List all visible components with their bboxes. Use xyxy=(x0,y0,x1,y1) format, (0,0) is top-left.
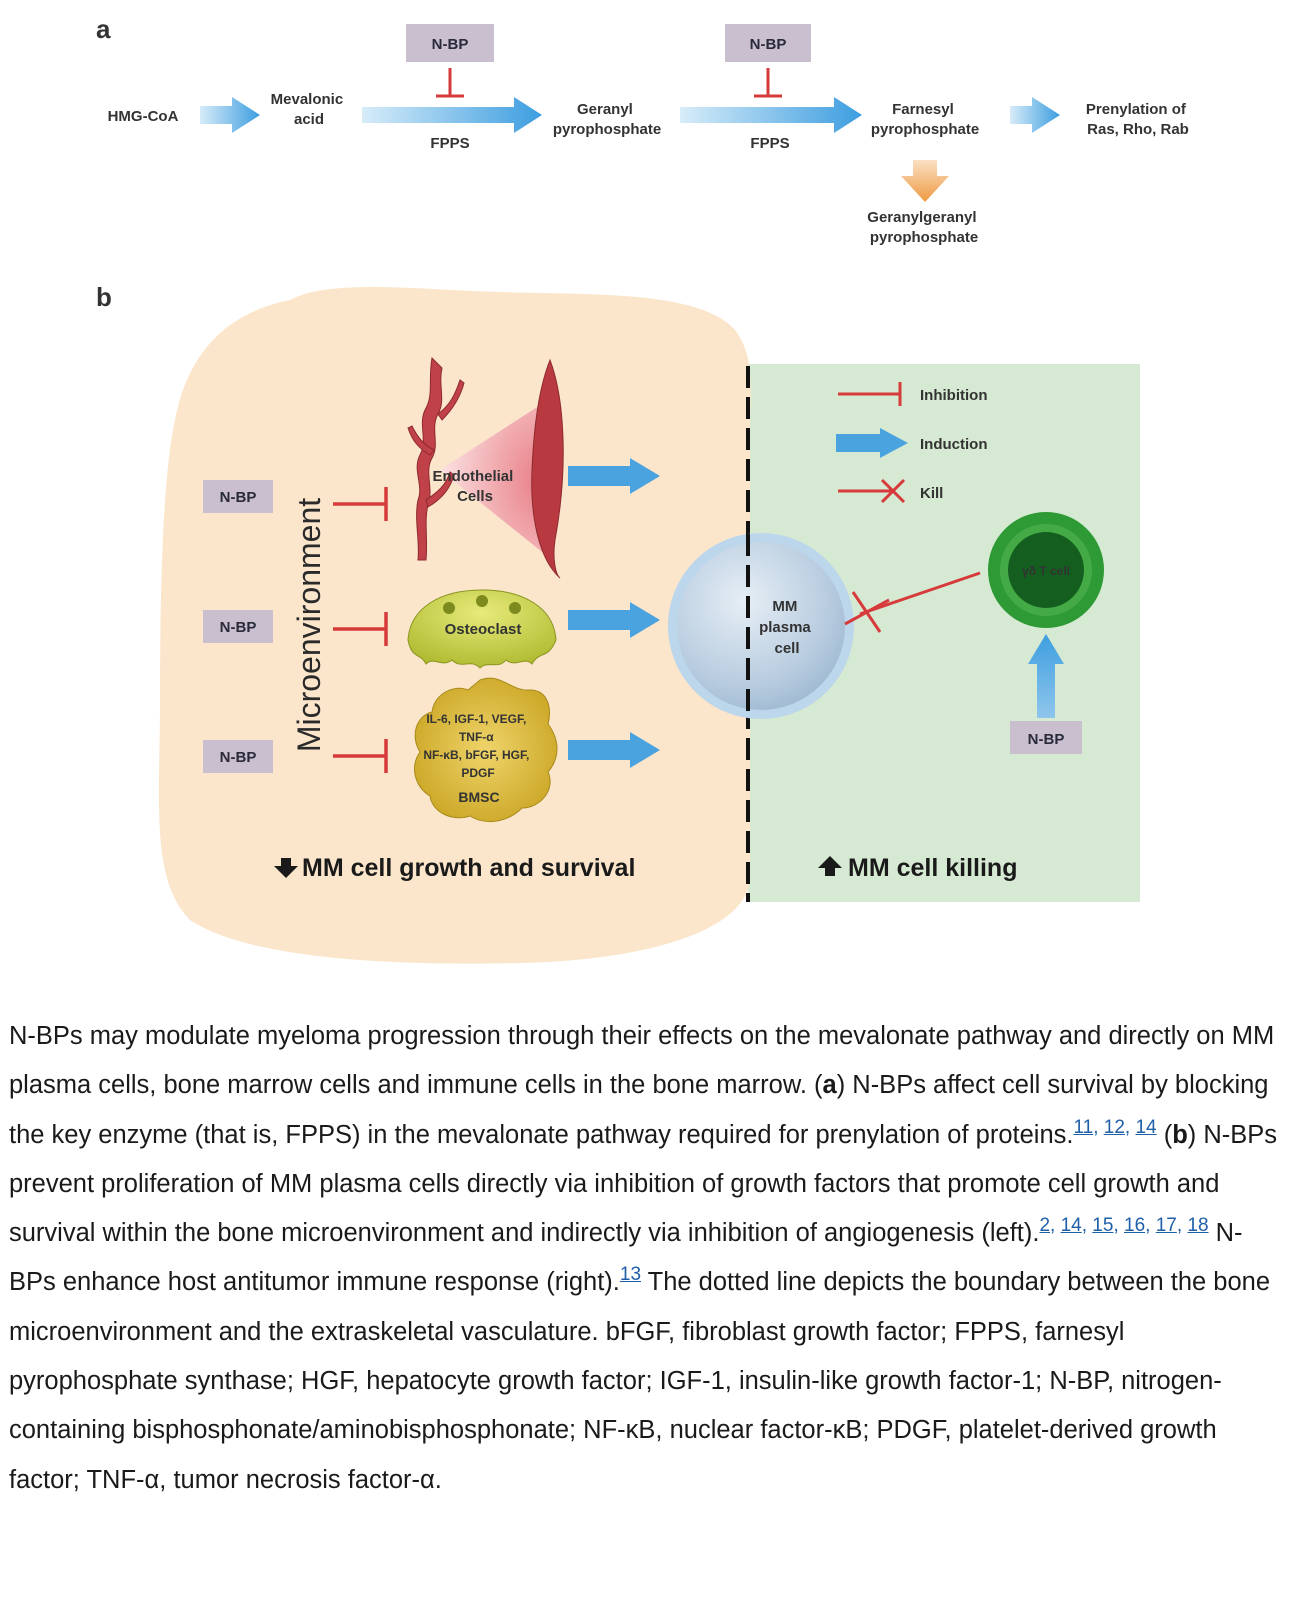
inhibitor-box-2: N-BP xyxy=(725,24,811,62)
citation-link[interactable]: 14 xyxy=(1060,1215,1082,1237)
induction-arrow-bmsc xyxy=(568,732,660,768)
legend-induction-arrow xyxy=(836,428,908,458)
arrow-hmg-to-mevalonic xyxy=(200,97,260,133)
inhibition-symbol-endothelial xyxy=(333,487,388,521)
enzyme-fpps-1: FPPS xyxy=(430,135,469,152)
arrow-farnesyl-to-geranylgeranyl xyxy=(901,160,949,202)
caption-part-3: ) N-BPs prevent proliferation of MM plas… xyxy=(9,1120,1278,1248)
nbp-box-endothelial: N-BP xyxy=(203,480,273,513)
citation-link[interactable]: 12 xyxy=(1103,1116,1125,1138)
caption-part-2: ) N-BPs affect cell survival by blocking… xyxy=(9,1071,1269,1149)
bottom-left-caption: MM cell growth and survival xyxy=(274,854,635,882)
endothelial-label: Endothelial Cells xyxy=(432,468,517,505)
caption-part-5: The dotted line depicts the boundary bet… xyxy=(9,1268,1271,1494)
arrow-farnesyl-to-prenylation xyxy=(1010,97,1060,133)
legend-kill-symbol xyxy=(838,478,906,504)
figure-caption: N-BPs may modulate myeloma progression t… xyxy=(9,1022,1278,1494)
osteoclast-label: Osteoclast xyxy=(445,621,522,638)
bottom-right-caption: MM cell killing xyxy=(818,854,1017,882)
caption-part-4: N-BPs enhance host antitumor immune resp… xyxy=(9,1219,1243,1297)
microenvironment-label: Microenvironment xyxy=(291,498,327,752)
bmsc-illustration: IL-6, IGF-1, VEGF, TNF-α NF-κB, bFGF, HG… xyxy=(414,677,558,823)
inhibitor-label-1: N-BP xyxy=(432,36,469,53)
cell-killing-label: MM cell killing xyxy=(848,854,1017,882)
endothelial-cells-illustration: Endothelial Cells xyxy=(407,356,564,579)
citation-link[interactable]: 13 xyxy=(619,1264,642,1286)
bmsc-factors-label: IL-6, IGF-1, VEGF, TNF-α NF-κB, bFGF, HG… xyxy=(423,712,532,780)
nbp-label-bmsc: N-BP xyxy=(220,749,257,766)
induction-arrow-osteoclast xyxy=(568,602,660,638)
panel-b-label: b xyxy=(96,282,112,312)
node-farnesyl-pp: Farnesyl pyrophosphate xyxy=(871,101,979,138)
citation-link[interactable]: 18 xyxy=(1187,1215,1209,1237)
citation-link[interactable]: 14 xyxy=(1135,1116,1157,1138)
citation-link[interactable]: 15 xyxy=(1092,1215,1114,1237)
nbp-label-osteoclast: N-BP xyxy=(220,619,257,636)
arrow-geranyl-to-farnesyl xyxy=(680,97,862,133)
citation-link[interactable]: 16 xyxy=(1124,1215,1146,1237)
nbp-label-right: N-BP xyxy=(1028,731,1065,748)
nbp-label-endothelial: N-BP xyxy=(220,489,257,506)
gd-t-cell-label: γδ T cell xyxy=(1022,564,1070,578)
legend-inhibition-symbol xyxy=(838,382,902,406)
kill-line-tcell-to-mm xyxy=(844,571,981,633)
node-hmg-coa: HMG-CoA xyxy=(108,108,179,125)
induction-arrow-nbp-to-tcell xyxy=(1028,634,1064,718)
node-prenylation: Prenylation of Ras, Rho, Rab xyxy=(1086,101,1190,138)
inhibitor-label-2: N-BP xyxy=(750,36,787,53)
arrow-mevalonic-to-geranyl xyxy=(362,97,542,133)
citation-link[interactable]: 17 xyxy=(1155,1215,1177,1237)
mm-plasma-cell: MM plasma cell xyxy=(668,533,854,719)
inhibition-symbol-bmsc xyxy=(333,739,388,773)
mm-cell-label: MM plasma cell xyxy=(759,598,815,657)
nbp-box-osteoclast: N-BP xyxy=(203,610,273,643)
citation-link[interactable]: 11 xyxy=(1073,1116,1094,1138)
bmsc-label: BMSC xyxy=(458,789,499,805)
figure: a N-BP N-BP HMG-CoA Mevalonic acid FPPS … xyxy=(96,14,1190,964)
growth-survival-label: MM cell growth and survival xyxy=(302,854,635,882)
legend-inhibition-label: Inhibition xyxy=(920,387,987,404)
legend-kill-label: Kill xyxy=(920,485,943,502)
panel-a-label: a xyxy=(96,14,111,44)
caption-panel-b-ref: b xyxy=(1172,1120,1188,1149)
node-mevalonic-acid: Mevalonic acid xyxy=(271,91,348,128)
inhibitor-box-1: N-BP xyxy=(406,24,494,62)
legend-induction-label: Induction xyxy=(920,436,988,453)
nbp-box-bmsc: N-BP xyxy=(203,740,273,773)
down-arrow-icon xyxy=(274,858,298,878)
legend: Inhibition Induction Kill xyxy=(836,382,988,504)
inhibition-symbol-a1 xyxy=(436,68,464,98)
inhibition-symbol-osteoclast xyxy=(333,612,388,646)
citation-link[interactable]: 2 xyxy=(1039,1215,1051,1237)
nbp-box-right: N-BP xyxy=(1010,721,1082,754)
node-geranyl-pp: Geranyl pyrophosphate xyxy=(553,101,661,138)
caption-part-1: N-BPs may modulate myeloma progression t… xyxy=(9,1022,1275,1100)
node-geranylgeranyl-pp: Geranylgeranyl pyrophosphate xyxy=(867,209,980,246)
enzyme-fpps-2: FPPS xyxy=(750,135,789,152)
induction-arrow-endothelial xyxy=(568,458,660,494)
inhibition-symbol-a2 xyxy=(754,68,782,98)
osteoclast-illustration: Osteoclast xyxy=(407,589,557,669)
gd-t-cell: γδ T cell xyxy=(988,512,1104,628)
up-arrow-icon xyxy=(818,856,842,876)
caption-panel-a-ref: a xyxy=(822,1071,837,1100)
